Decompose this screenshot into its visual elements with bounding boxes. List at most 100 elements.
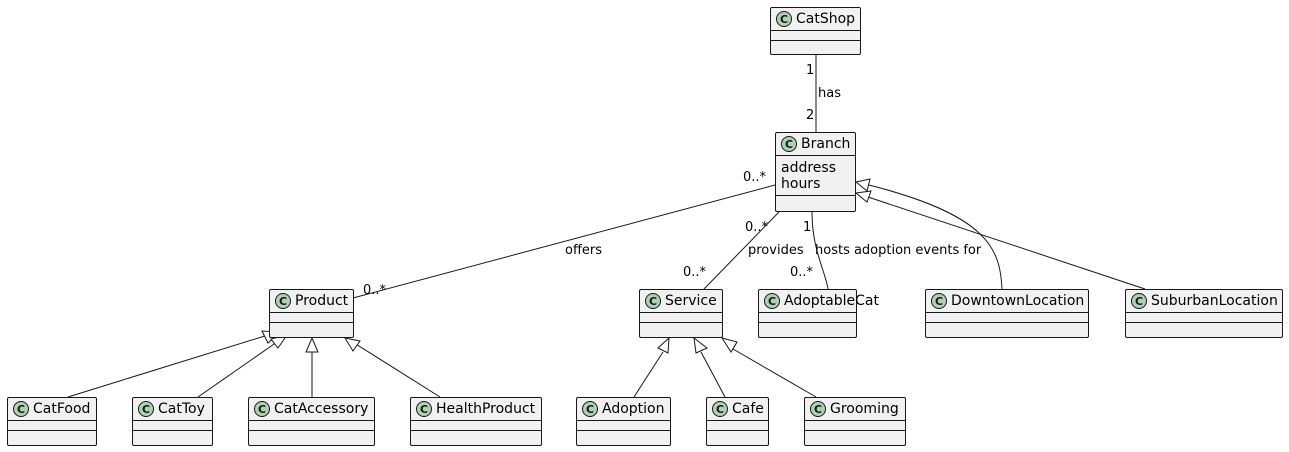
class-name: Grooming bbox=[830, 401, 899, 417]
methods-section bbox=[771, 41, 860, 50]
class-c-icon: C bbox=[13, 401, 29, 417]
edge-branch-adoptablecat bbox=[811, 211, 829, 290]
class-name: Branch bbox=[801, 136, 851, 152]
edge-branch-product bbox=[352, 184, 776, 299]
attributes-section bbox=[707, 421, 768, 431]
methods-section bbox=[133, 431, 212, 440]
class-c-icon: C bbox=[712, 401, 728, 417]
multiplicity-label: 0..* bbox=[790, 265, 814, 280]
methods-section bbox=[1126, 323, 1282, 332]
methods-section bbox=[759, 323, 856, 332]
edge-healthproduct-product bbox=[350, 340, 441, 398]
attribute: address bbox=[781, 160, 837, 176]
attributes-section bbox=[759, 313, 856, 323]
inheritance-arrow-grooming bbox=[720, 337, 738, 353]
methods-section bbox=[8, 431, 96, 440]
attributes-section bbox=[249, 421, 374, 431]
class-c-icon: C bbox=[776, 11, 792, 27]
edge-suburban-branch bbox=[864, 195, 1146, 290]
class-name: Service bbox=[665, 293, 717, 309]
methods-section bbox=[270, 323, 353, 332]
methods-section bbox=[805, 431, 905, 440]
methods-section bbox=[577, 431, 670, 440]
class-name: Product bbox=[295, 293, 349, 309]
attributes-section bbox=[1126, 313, 1282, 323]
attributes-section bbox=[805, 421, 905, 431]
attributes-section bbox=[926, 313, 1088, 323]
class-c-icon: C bbox=[810, 401, 826, 417]
class-name: Cafe bbox=[732, 401, 764, 417]
inheritance-arrow-cataccessory bbox=[305, 336, 319, 353]
edge-grooming-service bbox=[732, 348, 817, 398]
edge-branch-service bbox=[703, 211, 780, 290]
association-label: provides bbox=[748, 243, 804, 258]
class-c-icon: C bbox=[764, 293, 780, 309]
class-c-icon: C bbox=[931, 293, 947, 309]
class-name: CatAccessory bbox=[274, 401, 369, 417]
class-c-icon: C bbox=[645, 293, 661, 309]
class-c-icon: C bbox=[138, 401, 154, 417]
multiplicity-label: 0..* bbox=[683, 265, 707, 280]
association-label: offers bbox=[565, 243, 603, 258]
class-name: DowntownLocation bbox=[951, 293, 1085, 309]
class-name: CatShop bbox=[796, 11, 856, 27]
multiplicity-label: 1 bbox=[803, 220, 812, 235]
edge-catfood-product bbox=[67, 334, 269, 398]
class-c-icon: C bbox=[582, 401, 598, 417]
class-c-icon: C bbox=[781, 136, 797, 152]
class-c-icon: C bbox=[1131, 293, 1147, 309]
edge-cattoy-product bbox=[197, 341, 278, 398]
class-c-icon: C bbox=[416, 401, 432, 417]
class-name: CatToy bbox=[158, 401, 205, 417]
association-label: has bbox=[818, 86, 841, 101]
attributes-section: address hours bbox=[776, 156, 855, 196]
methods-section bbox=[411, 431, 541, 440]
edge-adoption-service bbox=[633, 351, 664, 398]
class-name: AdoptableCat bbox=[784, 293, 879, 309]
inheritance-arrow-adoption bbox=[657, 336, 670, 354]
edge-downtown-branch bbox=[864, 183, 1003, 290]
class-c-icon: C bbox=[275, 293, 291, 309]
class-c-icon: C bbox=[254, 401, 270, 417]
multiplicity-label: 0..* bbox=[745, 220, 769, 235]
attributes-section bbox=[8, 421, 96, 431]
attributes-section bbox=[640, 313, 722, 323]
attributes-section bbox=[133, 421, 212, 431]
attribute: hours bbox=[781, 176, 821, 192]
multiplicity-label: 1 bbox=[806, 63, 815, 78]
attributes-section bbox=[577, 421, 670, 431]
attributes-section bbox=[270, 313, 353, 323]
multiplicity-label: 0..* bbox=[363, 283, 387, 298]
inheritance-arrow-cafe bbox=[693, 336, 708, 354]
class-name: SuburbanLocation bbox=[1151, 293, 1278, 309]
multiplicity-label: 0..* bbox=[743, 170, 767, 185]
methods-section bbox=[707, 431, 768, 440]
attributes-section bbox=[411, 421, 541, 431]
edge-cafe-service bbox=[700, 351, 726, 398]
methods-section bbox=[776, 196, 855, 205]
attributes-section bbox=[771, 31, 860, 41]
inheritance-arrow-downtown bbox=[854, 178, 871, 192]
class-name: HealthProduct bbox=[436, 401, 536, 417]
inheritance-arrow-healthproduct bbox=[343, 337, 361, 352]
association-label: hosts adoption events for bbox=[815, 243, 982, 258]
methods-section bbox=[926, 323, 1088, 332]
class-name: CatFood bbox=[33, 401, 91, 417]
inheritance-arrow-suburban bbox=[854, 190, 872, 203]
multiplicity-label: 2 bbox=[806, 108, 815, 123]
